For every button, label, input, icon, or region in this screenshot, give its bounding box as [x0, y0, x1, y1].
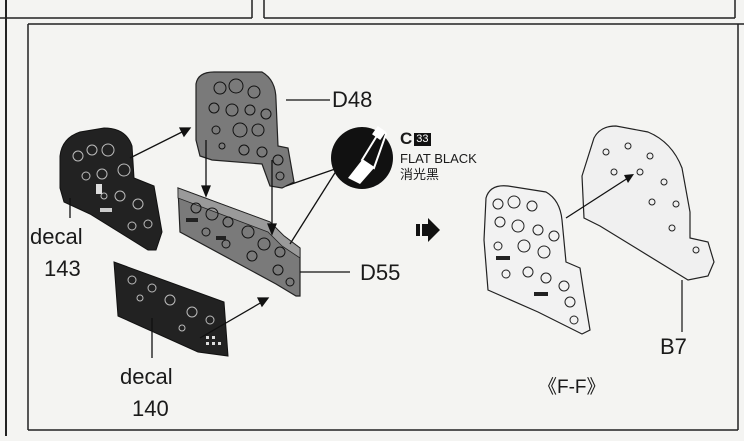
panel-b7-shape [581, 125, 715, 281]
decal-label-word-140: decal [120, 364, 173, 389]
paint-letter: C [400, 129, 413, 148]
part-label-d48: D48 [332, 87, 373, 112]
decal-number-143: 143 [44, 256, 81, 281]
panel-d55-shape [177, 187, 301, 297]
decal-number-140: 140 [132, 396, 169, 421]
part-label-d55: D55 [360, 260, 401, 285]
paint-name-english: FLAT BLACK [400, 151, 477, 166]
decal-140-shape [113, 261, 229, 357]
paint-brush-icon [331, 126, 393, 189]
next-step-arrow-icon [416, 218, 440, 242]
paint-number: 33 [414, 133, 431, 146]
part-label-b7: B7 [660, 334, 687, 359]
assembled-panel-shape [483, 174, 683, 335]
decal-label-word-143: decal [30, 224, 83, 249]
paint-name-chinese: 消光黑 [400, 167, 440, 182]
decal-143-shape [59, 127, 163, 251]
assembly-arrows [69, 99, 350, 358]
panel-d48-shape [195, 71, 295, 189]
view-label: 《F-F》 [538, 377, 606, 398]
